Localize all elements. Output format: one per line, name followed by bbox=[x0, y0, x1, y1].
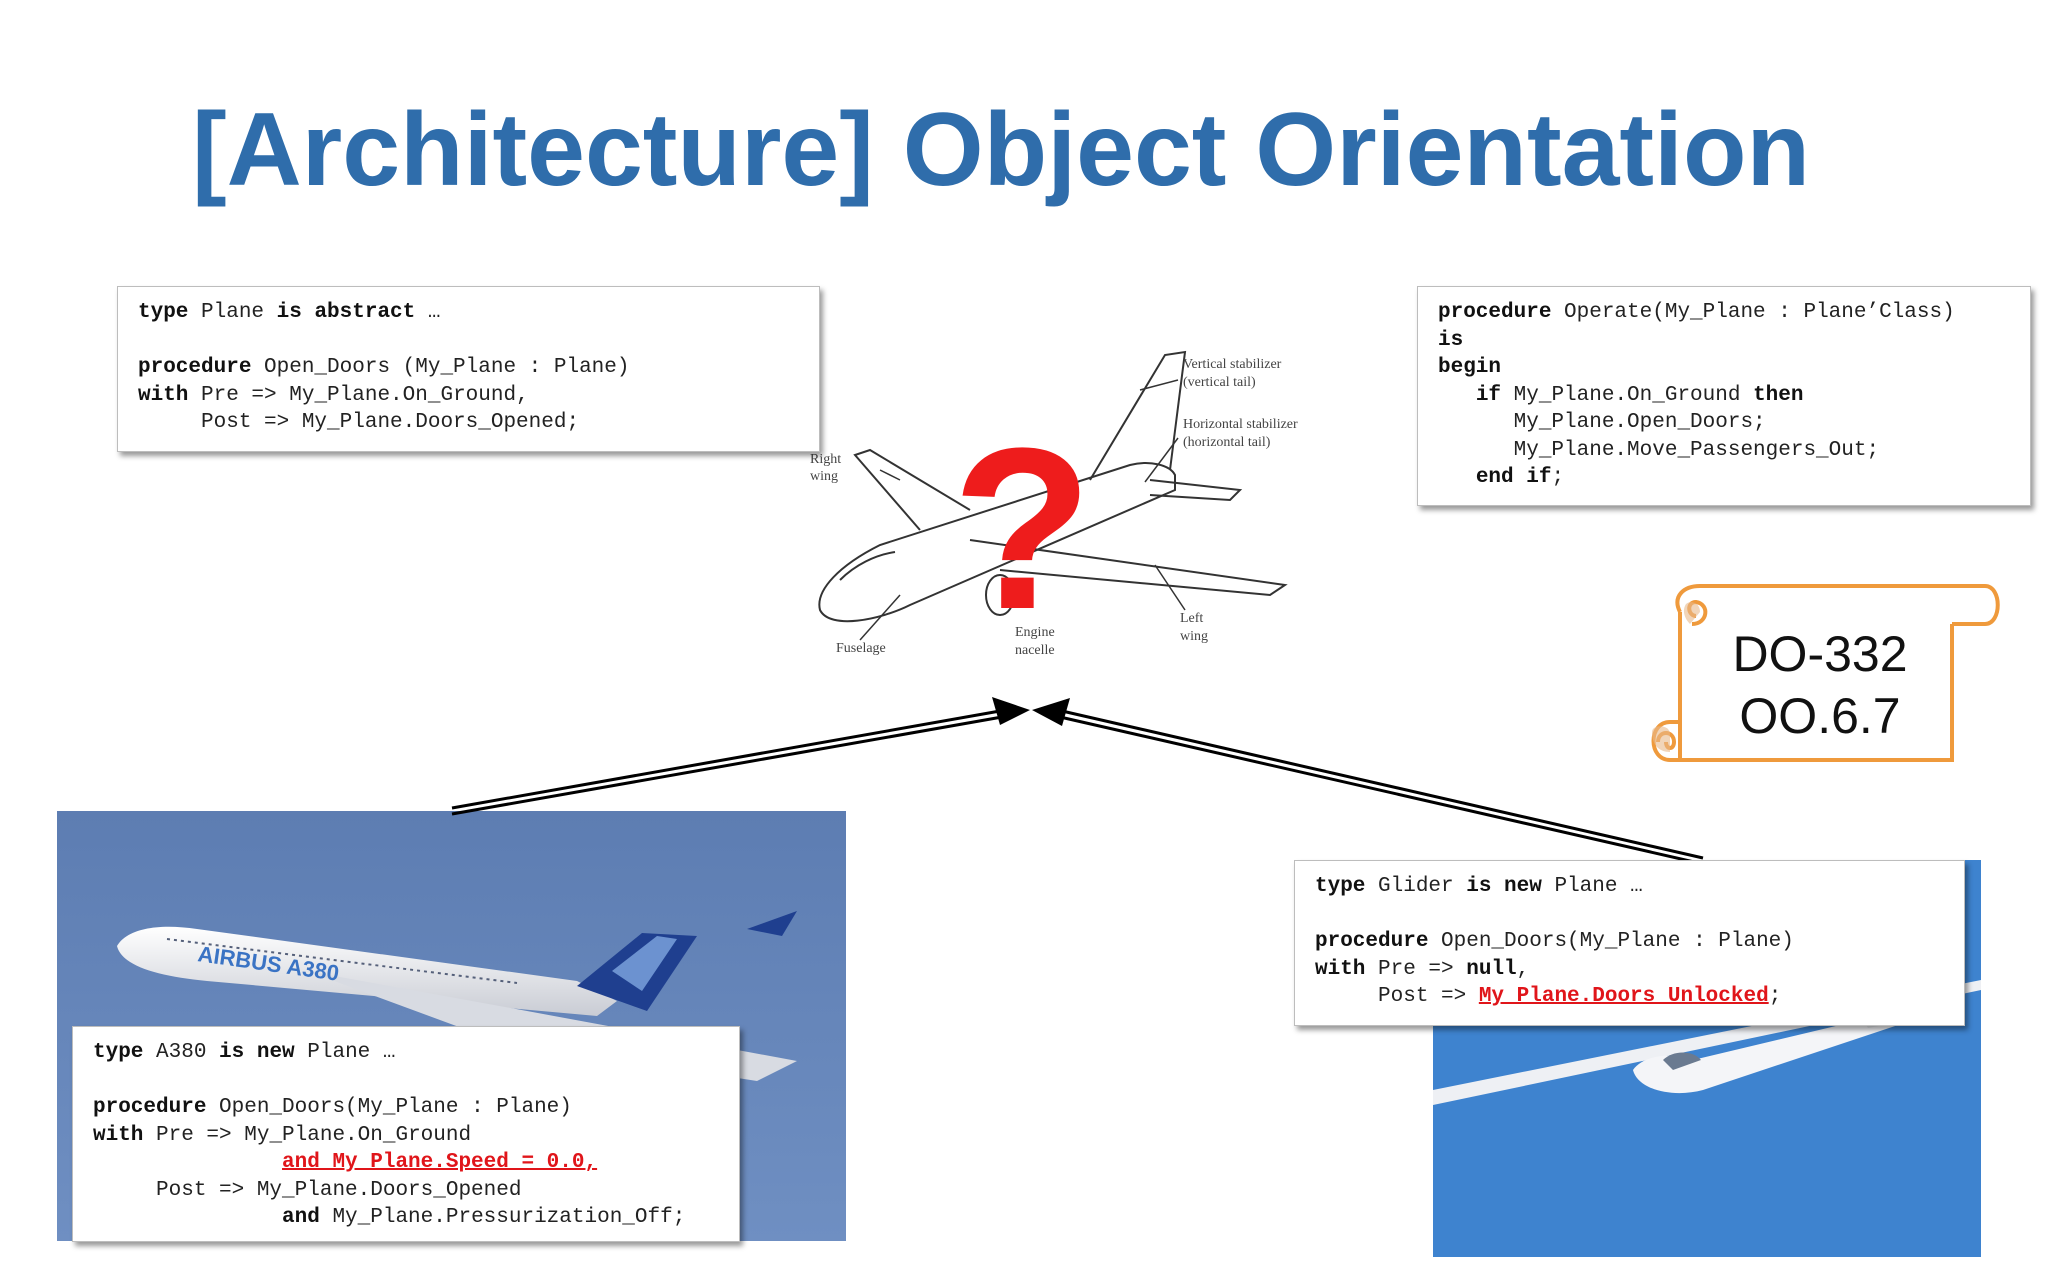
label-right-wing-1: Right bbox=[810, 452, 841, 467]
code-line: procedure Open_Doors (My_Plane : Plane) bbox=[138, 356, 630, 379]
code-line: with Pre => My_Plane.On_Ground, bbox=[138, 383, 529, 407]
question-mark: ? bbox=[952, 400, 1093, 657]
base-type-code-box: type Plane is abstract … procedure Open_… bbox=[117, 286, 820, 452]
code-line-blank bbox=[93, 1067, 719, 1095]
a380-code-box: type A380 is new Plane … procedure Open_… bbox=[72, 1026, 740, 1242]
arrow-glider-to-plane bbox=[1032, 698, 1704, 866]
label-left-wing-1: Left bbox=[1180, 611, 1203, 626]
label-horizontal-stabilizer: Horizontal stabilizer bbox=[1183, 417, 1298, 432]
code-line-blank bbox=[1315, 901, 1944, 929]
code-line: Post => My_Plane.Doors_Opened bbox=[93, 1178, 522, 1202]
airplane-diagram: Vertical stabilizer (vertical tail) Hori… bbox=[800, 340, 1320, 670]
changed-postcondition: My Plane.Doors Unlocked bbox=[1478, 985, 1769, 1008]
scroll-label-1: DO-332 bbox=[1732, 626, 1908, 682]
code-line: is bbox=[1438, 328, 1464, 352]
code-line: Post => My_Plane.Doors_Opened; bbox=[138, 411, 580, 434]
airplane-diagram-svg: Vertical stabilizer (vertical tail) Hori… bbox=[800, 340, 1320, 670]
label-horizontal-tail: (horizontal tail) bbox=[1183, 435, 1271, 450]
do332-scroll-icon bbox=[1651, 584, 2000, 762]
label-fuselage: Fuselage bbox=[836, 641, 886, 656]
code-line: with Pre => My_Plane.On_Ground bbox=[93, 1123, 472, 1147]
label-left-wing-2: wing bbox=[1180, 629, 1208, 644]
code-line: type Glider is new Plane … bbox=[1315, 875, 1643, 898]
code-line: begin bbox=[1438, 356, 1502, 379]
code-line: procedure Open_Doors(My_Plane : Plane) bbox=[93, 1096, 572, 1119]
operate-code-box: procedure Operate(My_Plane : Plane’Class… bbox=[1417, 286, 2031, 506]
glider-code-box: type Glider is new Plane … procedure Ope… bbox=[1294, 860, 1965, 1026]
code-line: My_Plane.Open_Doors; bbox=[1438, 411, 1766, 434]
slide-title: [Architecture] Object Orientation bbox=[192, 92, 1810, 208]
arrow-a380-to-plane bbox=[451, 697, 1030, 816]
code-line-blank bbox=[138, 327, 799, 355]
code-line: end if; bbox=[1475, 466, 1565, 489]
scroll-label-2: OO.6.7 bbox=[1739, 688, 1901, 744]
code-line: type Plane is abstract … bbox=[138, 301, 441, 324]
label-vertical-stabilizer: Vertical stabilizer bbox=[1183, 357, 1282, 372]
label-vertical-tail: (vertical tail) bbox=[1183, 375, 1256, 390]
code-line: type A380 is new Plane … bbox=[93, 1041, 396, 1064]
label-engine-2: nacelle bbox=[1015, 643, 1055, 658]
code-line-highlight: and My Plane.Speed = 0.0, bbox=[93, 1149, 719, 1177]
code-line: if My_Plane.On_Ground then bbox=[1475, 383, 1804, 407]
code-line: My_Plane.Move_Passengers_Out; bbox=[1438, 438, 1880, 462]
code-line: and My_Plane.Pressurization_Off; bbox=[282, 1206, 686, 1229]
label-engine-1: Engine bbox=[1015, 625, 1055, 640]
code-line: with Pre => null, bbox=[1315, 957, 1530, 981]
code-line-highlight: Post => My Plane.Doors Unlocked; bbox=[1315, 985, 1782, 1008]
code-line: procedure Operate(My_Plane : Plane’Class… bbox=[1438, 301, 1955, 324]
label-right-wing-2: wing bbox=[810, 469, 838, 484]
added-precondition: and My Plane.Speed = 0.0, bbox=[282, 1151, 598, 1174]
code-line: procedure Open_Doors(My_Plane : Plane) bbox=[1315, 930, 1794, 953]
